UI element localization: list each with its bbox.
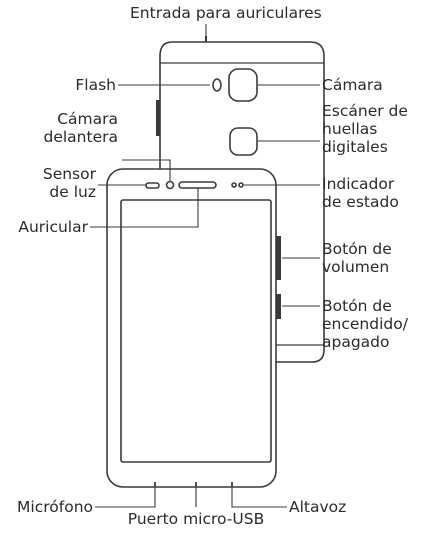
leader-earpiece — [90, 188, 199, 228]
status-led-shape — [231, 182, 237, 188]
label-fingerprint-line2: huellas — [322, 120, 378, 138]
front-camera-shape — [165, 180, 175, 190]
phone-back-left-edge — [159, 41, 173, 178]
label-fingerprint-line1: Escáner de — [322, 102, 408, 120]
phone-screen — [120, 199, 272, 463]
label-light-sensor-line1: Sensor — [42, 165, 96, 183]
label-volume: Botón de volumen — [322, 240, 392, 276]
label-volume-line1: Botón de — [322, 240, 392, 258]
label-front-camera-line2: delantera — [43, 128, 119, 146]
rear-camera-shape — [228, 68, 258, 102]
label-fingerprint-line3: digitales — [322, 138, 388, 156]
label-front-camera-line1: Cámara — [57, 110, 118, 128]
back-side-key — [156, 100, 160, 136]
label-rear-camera: Cámara — [322, 76, 383, 94]
label-fingerprint: Escáner de huellas digitales — [322, 102, 408, 156]
label-usb-port: Puerto micro-USB — [127, 510, 265, 528]
label-microphone: Micrófono — [17, 498, 93, 516]
status-led-shape-2 — [238, 182, 244, 188]
fingerprint-scanner-shape — [229, 127, 258, 156]
label-status-line1: Indicador — [322, 175, 395, 193]
phone-back-outline — [172, 41, 325, 363]
phone-front-outline — [106, 168, 277, 488]
label-speaker: Altavoz — [289, 498, 347, 516]
power-button-shape — [276, 294, 281, 319]
label-power-line1: Botón de — [322, 297, 392, 315]
label-status: Indicador de estado — [322, 175, 399, 211]
leader-microphone — [95, 487, 156, 508]
label-headphone-jack: Entrada para auriculares — [130, 4, 322, 22]
label-status-line2: de estado — [322, 193, 399, 211]
label-light-sensor-line2: de luz — [49, 183, 96, 201]
label-light-sensor: Sensor de luz — [20, 165, 96, 201]
label-flash: Flash — [75, 76, 116, 94]
volume-button-shape — [276, 236, 281, 280]
label-power-line3: apagado — [322, 333, 390, 351]
label-power: Botón de encendido/ apagado — [322, 297, 408, 351]
label-front-camera: Cámara delantera — [20, 110, 119, 146]
label-earpiece: Auricular — [18, 218, 88, 236]
leader-front-camera — [122, 159, 171, 181]
leader-speaker — [231, 487, 287, 508]
label-volume-line2: volumen — [322, 258, 390, 276]
label-power-line2: encendido/ — [322, 315, 408, 333]
flash-shape — [212, 78, 222, 92]
